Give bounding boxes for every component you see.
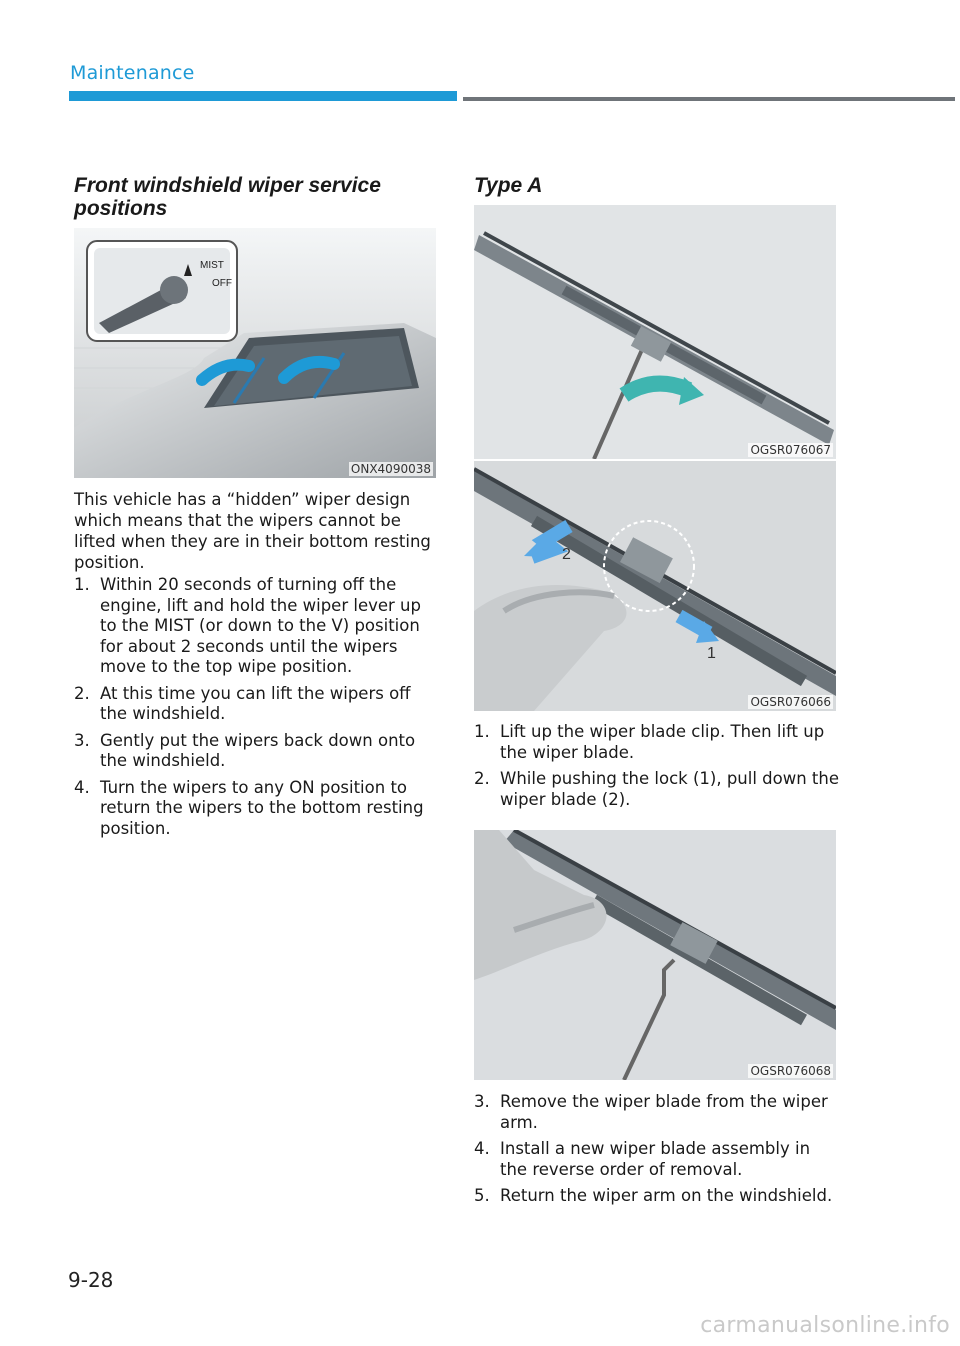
wiper-lift-figure: OGSR076067 xyxy=(474,205,836,459)
type-a-steps-list-continued: 3.Remove the wiper blade from the wiper … xyxy=(474,1092,840,1213)
service-steps-list: 1.Within 20 seconds of turning off the e… xyxy=(74,575,440,845)
header-rule-accent xyxy=(69,91,457,101)
wiper-remove-figure: OGSR076068 xyxy=(474,830,836,1080)
list-item: 2.While pushing the lock (1), pull down … xyxy=(474,769,840,809)
wiper-lever-illustration: MIST OFF xyxy=(74,228,436,478)
list-item: 4.Install a new wiper blade assembly in … xyxy=(474,1139,811,1179)
figure-code: OGSR076067 xyxy=(748,443,833,457)
figure-code: OGSR076068 xyxy=(748,1064,833,1078)
header-rule-gray xyxy=(463,97,955,101)
lock-label: 1 xyxy=(707,645,716,662)
wiper-lift-illustration xyxy=(474,205,836,459)
section-header: Maintenance xyxy=(70,62,195,84)
type-a-title: Type A xyxy=(474,174,543,197)
page-number: 9-28 xyxy=(68,1268,114,1292)
list-item: 4.Turn the wipers to any ON position to … xyxy=(74,777,424,838)
intro-paragraph: This vehicle has a “hidden” wiper design… xyxy=(74,490,431,572)
wiper-lever-figure: MIST OFF ONX4090038 xyxy=(74,228,436,478)
list-item: 5.Return the wiper arm on the windshield… xyxy=(474,1186,833,1205)
section-title: Front windshield wiper service positions xyxy=(74,174,381,220)
off-label: OFF xyxy=(212,278,232,289)
wiper-lock-illustration: 2 1 xyxy=(474,461,836,711)
wiper-remove-illustration xyxy=(474,830,836,1080)
wiper-lock-figure: 2 1 OGSR076066 xyxy=(474,461,836,711)
mist-label: MIST xyxy=(200,260,224,271)
type-a-steps-list: 1.Lift up the wiper blade clip. Then lif… xyxy=(474,722,840,816)
figure-code: ONX4090038 xyxy=(348,462,433,476)
list-item: 3.Remove the wiper blade from the wiper … xyxy=(474,1092,828,1132)
watermark: carmanualsonline.info xyxy=(700,1313,950,1338)
list-item: 1.Within 20 seconds of turning off the e… xyxy=(74,575,421,676)
blade-label: 2 xyxy=(562,546,571,563)
figure-code: OGSR076066 xyxy=(748,695,833,709)
list-item: 1.Lift up the wiper blade clip. Then lif… xyxy=(474,722,825,762)
list-item: 2.At this time you can lift the wipers o… xyxy=(74,683,411,724)
list-item: 3.Gently put the wipers back down onto t… xyxy=(74,730,416,771)
